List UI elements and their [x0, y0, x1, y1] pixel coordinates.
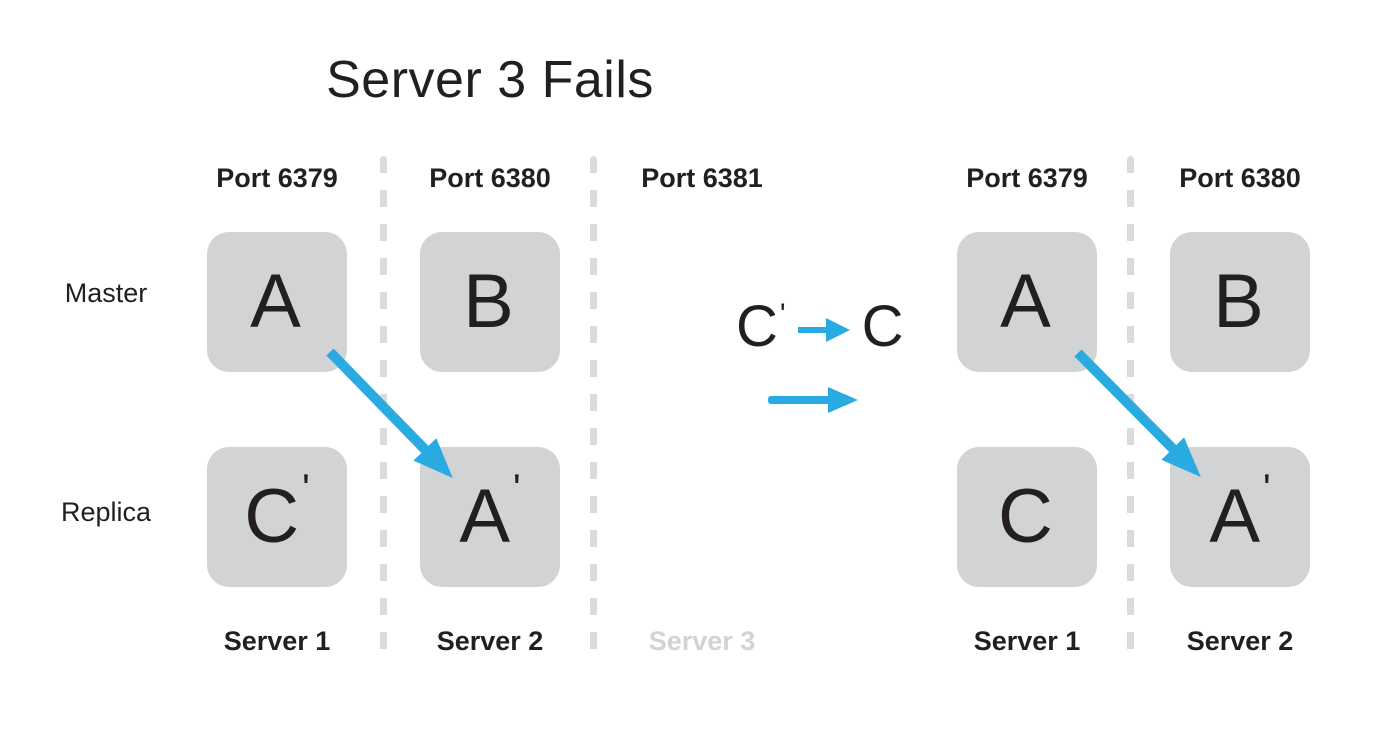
column-divider [1127, 156, 1134, 659]
shard-box-right-replica-a: A' [1170, 447, 1310, 587]
prime-mark: ' [513, 467, 521, 511]
transition-arrow-icon [768, 387, 858, 413]
shard-box-right-master-b: B [1170, 232, 1310, 372]
prime-mark: ' [779, 298, 786, 331]
port-label-right-1: Port 6379 [966, 163, 1088, 193]
server-label-left-2: Server 2 [436, 626, 544, 656]
prime-mark: ' [1263, 467, 1271, 511]
server-label-left-1: Server 1 [223, 626, 331, 656]
server-label-right-2: Server 2 [1186, 626, 1294, 656]
shard-letter: B [463, 259, 514, 344]
port-label-left-3: Port 6381 [641, 163, 763, 193]
shard-letter: B [1213, 259, 1264, 344]
server-label-left-3-failed: Server 3 [648, 626, 756, 656]
shard-letter: C [244, 474, 300, 559]
prime-mark: ' [302, 467, 310, 511]
promotion-to: C [861, 294, 904, 359]
master-row-label: Master [64, 278, 148, 308]
shard-letter: A [1000, 259, 1051, 344]
promote-arrow-icon [797, 318, 850, 342]
shard-box-left-replica-c: C' [207, 447, 347, 587]
shard-box-left-master-a: A [207, 232, 347, 372]
promotion-from: C' [736, 294, 786, 359]
shard-letter: A [459, 474, 511, 559]
replica-row-label: Replica [60, 497, 152, 527]
shard-box-left-replica-a: A' [420, 447, 560, 587]
replication-arrow-right [1074, 349, 1201, 477]
port-label-left-2: Port 6380 [429, 163, 551, 193]
port-label-right-2: Port 6380 [1179, 163, 1301, 193]
shard-box-right-replica-c: C [957, 447, 1097, 587]
shard-letter: A [1209, 474, 1261, 559]
shard-box-left-master-b: B [420, 232, 560, 372]
column-divider [590, 156, 597, 659]
promotion-annotation: C' C [736, 298, 906, 356]
server-label-right-1: Server 1 [973, 626, 1081, 656]
column-divider [380, 156, 387, 659]
port-label-left-1: Port 6379 [216, 163, 338, 193]
shard-letter: A [250, 259, 301, 344]
diagram-title: Server 3 Fails [326, 51, 654, 109]
shard-letter: C [998, 474, 1053, 559]
shard-box-right-master-a: A [957, 232, 1097, 372]
